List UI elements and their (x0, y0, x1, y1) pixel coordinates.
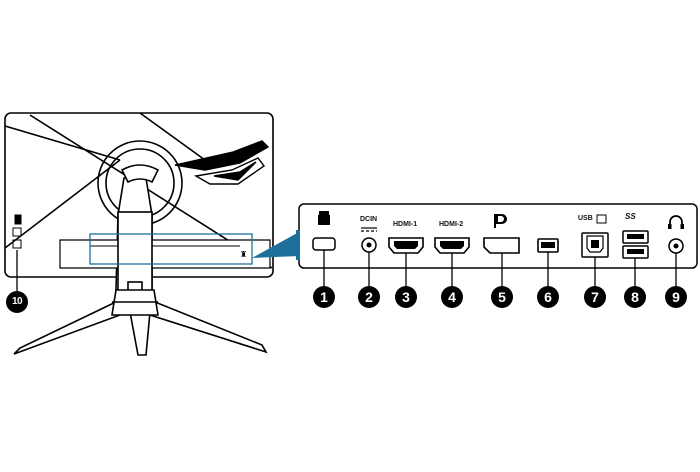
hdmi-1-label: HDMI-1 (393, 221, 418, 228)
monitor-rear-view (4, 112, 274, 297)
rog-logo (174, 140, 270, 185)
usb-ss-tongue-2 (627, 249, 644, 254)
monitor-lower-bezel (59, 239, 271, 269)
callout-badge-10: 10 (6, 291, 28, 313)
callout-leaders (16, 250, 677, 291)
callout-badge-4: 4 (441, 286, 463, 308)
headphone-ear-left (668, 224, 672, 229)
usb-ss-tongue-1 (627, 234, 644, 239)
stand-neck-front (117, 211, 153, 293)
monitor-stand-base (13, 289, 268, 356)
callout-badge-2: 2 (358, 286, 380, 308)
callout-badge-9: 9 (665, 286, 687, 308)
stand-leg-left (13, 298, 121, 355)
callout-badge-1: 1 (313, 286, 335, 308)
callout-connector (252, 232, 299, 258)
design-line-4 (4, 159, 121, 249)
mini-icon-3 (12, 239, 22, 249)
port-area-highlight (89, 233, 253, 265)
port-hdmi-2 (434, 237, 470, 254)
design-line-1 (4, 125, 121, 161)
dc-in-jack-inner (366, 242, 372, 248)
design-line-3 (139, 112, 206, 161)
mini-icon-2 (12, 227, 22, 237)
port-usb-ss (622, 230, 649, 259)
side-mini-port-icons (12, 214, 22, 249)
displayport-icon (494, 214, 507, 228)
callout-badge-7: 7 (584, 286, 606, 308)
mini-kensington-icon: ♜ (240, 250, 247, 259)
usb-b-label: USB (578, 215, 593, 222)
port-usb-a (537, 238, 559, 253)
port-usb-b (581, 214, 609, 258)
kensington-lock-icon (318, 211, 330, 225)
callout-connector-bar (296, 230, 300, 260)
dc-in-label: DCIN (360, 216, 378, 223)
port-displayport (483, 214, 520, 254)
rog-logo-eye (213, 161, 257, 181)
headphone-jack-inner (673, 243, 679, 249)
rog-logo-lower (193, 157, 265, 185)
mini-icon-1 (14, 214, 22, 225)
port-dc-in (361, 227, 377, 253)
callout-badge-5: 5 (491, 286, 513, 308)
hdmi-1-inner (394, 241, 418, 249)
usb-b-pins (591, 240, 599, 248)
stand-leg-front (129, 311, 151, 356)
callout-badge-3: 3 (395, 286, 417, 308)
headphone-ear-right (680, 224, 684, 229)
callout-badge-6: 6 (537, 286, 559, 308)
headphone-jack-icon (669, 215, 683, 226)
stand-neck-top (120, 164, 160, 184)
usb-a-tongue (541, 242, 555, 248)
displayport-socket (483, 237, 520, 254)
usb-b-label-box (596, 214, 607, 224)
hdmi-2-inner (440, 241, 464, 249)
port-hdmi-1 (388, 237, 424, 254)
kensington-slot (312, 237, 336, 251)
usb-ss-label: SS (625, 212, 636, 221)
callout-badge-8: 8 (624, 286, 646, 308)
rog-logo-upper (174, 140, 270, 171)
stand-leg-right (149, 298, 268, 354)
hdmi-2-label: HDMI-2 (439, 221, 464, 228)
